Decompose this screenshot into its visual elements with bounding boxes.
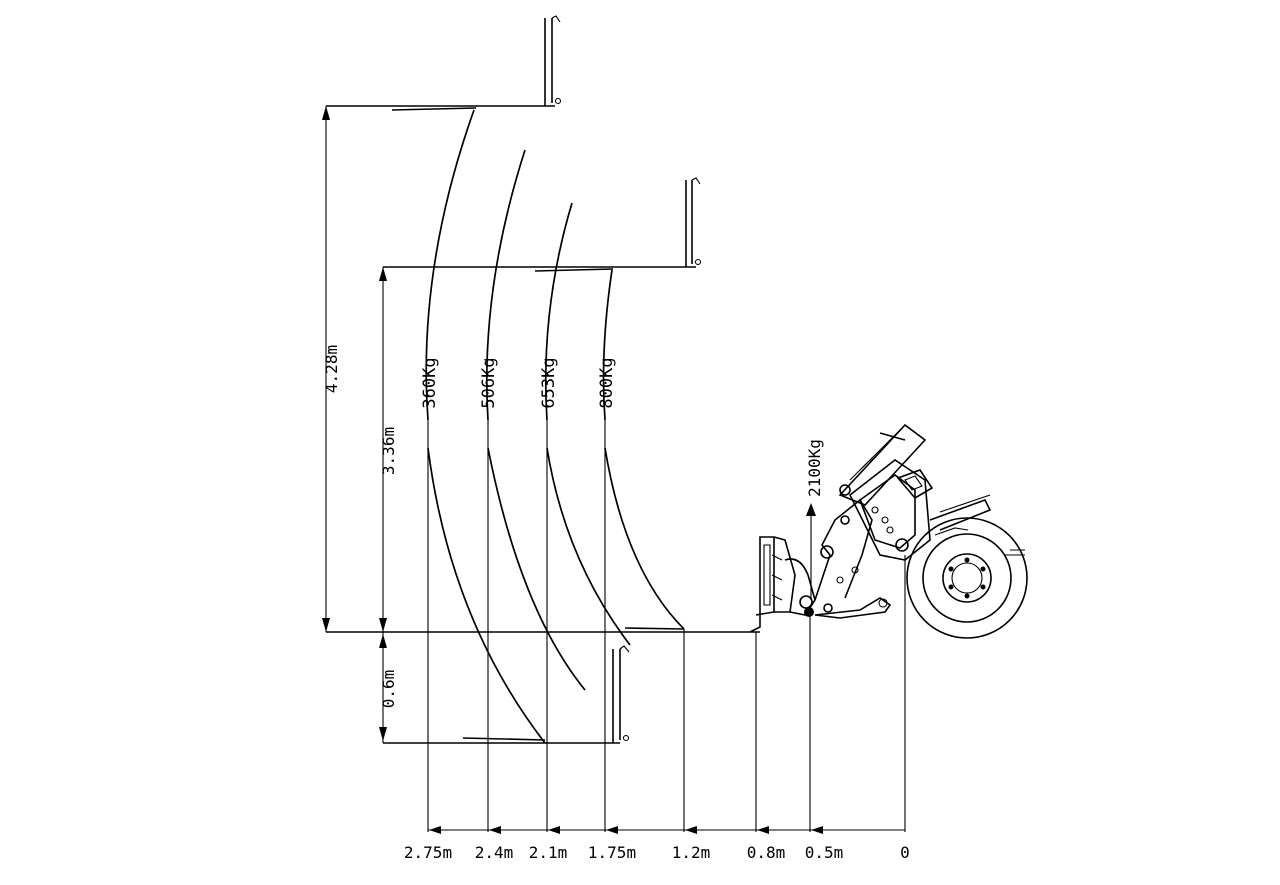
height-label-3-36: 3.36m bbox=[379, 427, 398, 475]
distance-label-2-75: 2.75m bbox=[404, 843, 452, 862]
distance-label-2-1: 2.1m bbox=[529, 843, 568, 862]
distance-label-0-8: 0.8m bbox=[747, 843, 786, 862]
height-dimension-3-36: 3.36m bbox=[379, 267, 398, 632]
distance-label-2-4: 2.4m bbox=[475, 843, 514, 862]
distance-reference-lines bbox=[427, 420, 906, 832]
capacity-arc-506 bbox=[485, 149, 586, 691]
height-label-4-28: 4.28m bbox=[322, 345, 341, 393]
max-capacity-label: 2100Kg bbox=[805, 439, 824, 497]
distance-label-0-5: 0.5m bbox=[805, 843, 844, 862]
distance-label-1-75: 1.75m bbox=[588, 843, 636, 862]
height-dimension-4-28: 4.28m bbox=[322, 106, 341, 632]
capacity-arc-800 bbox=[602, 269, 685, 630]
capacity-label-506: 506Kg bbox=[479, 357, 499, 408]
height-dimension-0-6: 0.6m bbox=[379, 632, 398, 743]
distance-label-1-2: 1.2m bbox=[672, 843, 711, 862]
height-label-0-6: 0.6m bbox=[379, 670, 398, 709]
fork-top-position bbox=[326, 15, 562, 111]
distance-dimension-chain bbox=[428, 826, 905, 834]
fork-middle-position bbox=[383, 177, 702, 272]
capacity-arc-360 bbox=[425, 109, 546, 744]
distance-label-0: 0 bbox=[900, 843, 910, 862]
loader-machine-illustration bbox=[749, 423, 1028, 639]
capacity-label-360: 360Kg bbox=[420, 357, 440, 408]
capacity-label-800: 800Kg bbox=[597, 357, 617, 408]
fork-ground-position bbox=[326, 627, 760, 633]
capacity-arc-653 bbox=[544, 202, 631, 646]
capacity-label-653: 653Kg bbox=[539, 357, 559, 408]
fork-lowered-position bbox=[383, 645, 630, 744]
